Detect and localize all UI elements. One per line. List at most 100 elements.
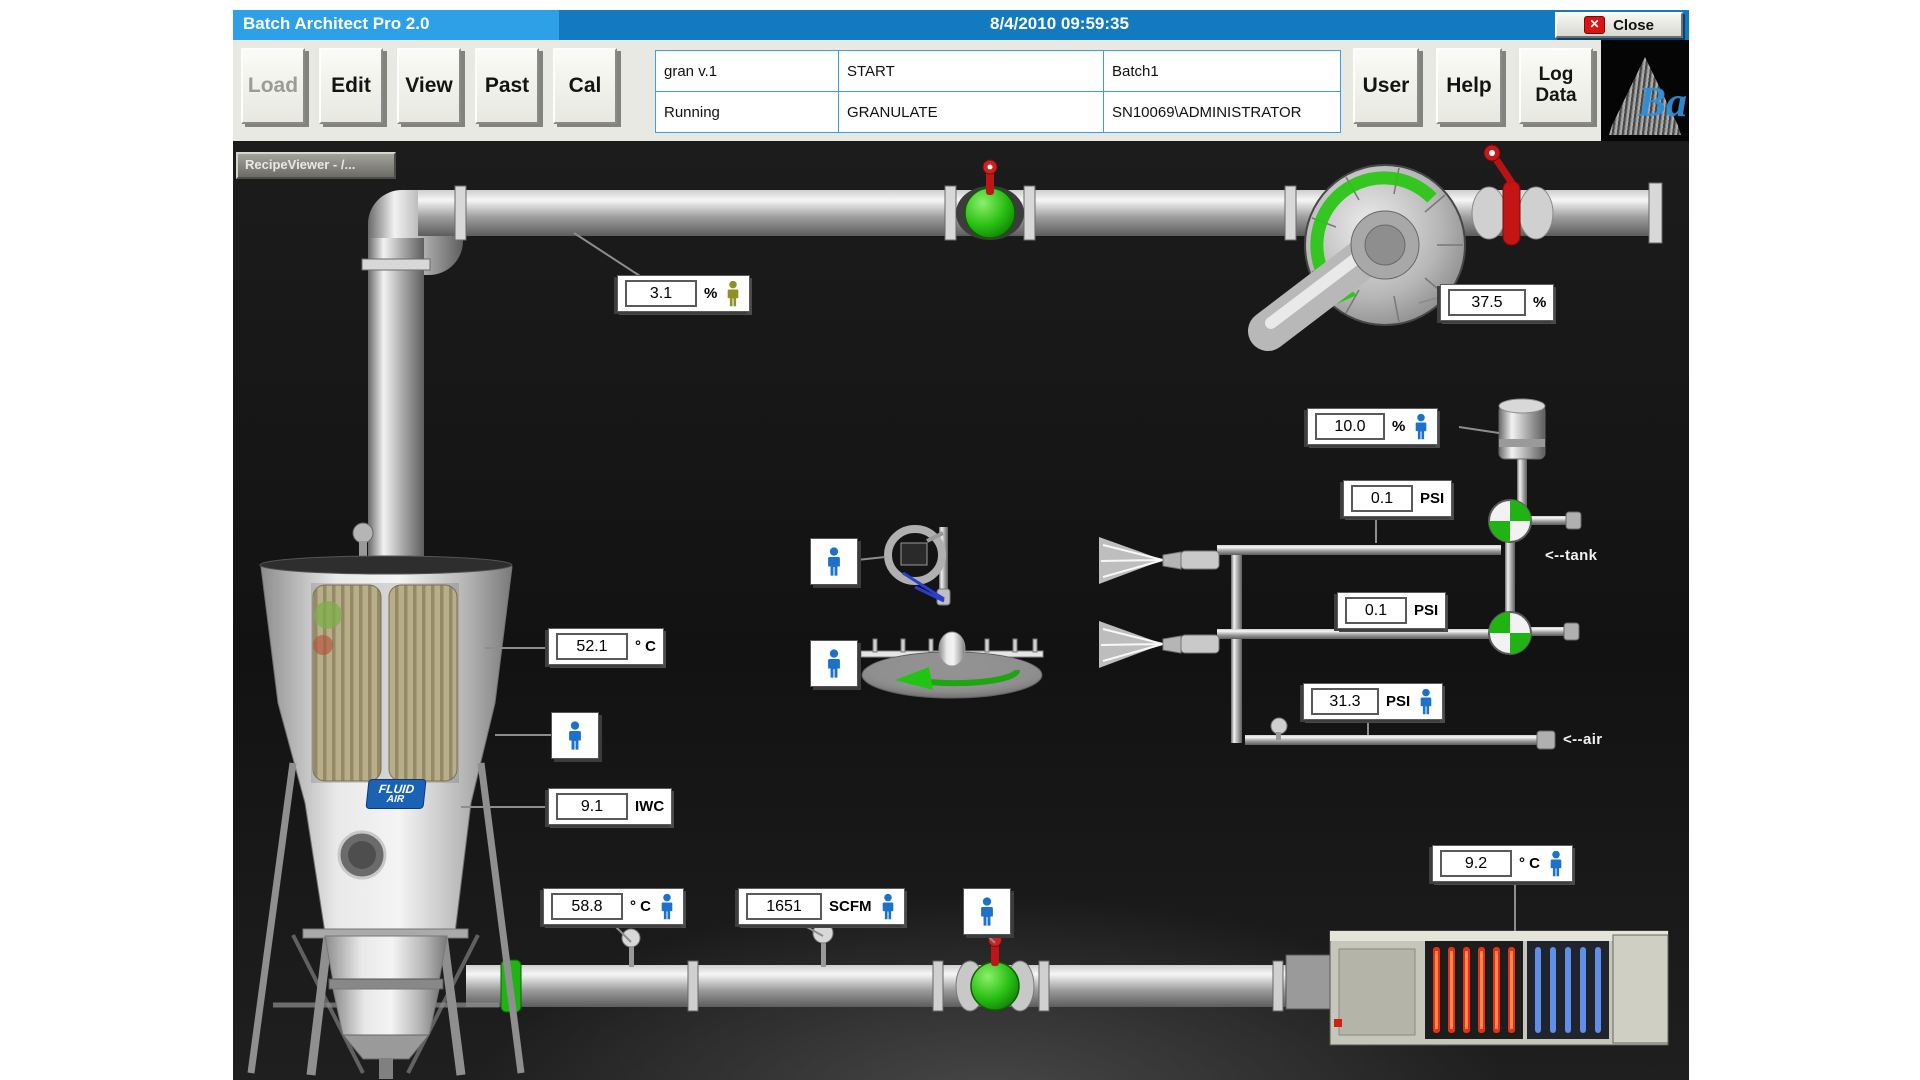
edit-button[interactable]: Edit [319, 48, 383, 124]
readout-inlet-airflow: 1651 SCFM [738, 888, 905, 925]
recipe-name-cell: gran v.1 [655, 50, 839, 92]
log-data-button[interactable]: Log Data [1519, 48, 1593, 124]
disc-rotation-arrow [895, 667, 933, 690]
dew-point-temp-value-field[interactable]: 9.2 [1440, 850, 1512, 877]
readout-inlet-air-temp: 58.8 ° C [543, 888, 684, 925]
manual-setpoint-person-icon[interactable] [1417, 688, 1435, 716]
user-button[interactable]: User [1353, 48, 1419, 124]
titlebar-highlight [233, 10, 559, 40]
inlet-airflow-value-field[interactable]: 1651 [746, 893, 822, 920]
peristaltic-pump [1498, 398, 1546, 521]
manual-setpoint-person-icon[interactable] [658, 893, 676, 921]
support-frame [247, 762, 525, 1076]
inlet-air-duct [466, 922, 1286, 1013]
toolbar: Load Edit View Past Cal gran v.1 START B… [233, 40, 1689, 143]
product-temp-unit: ° C [635, 638, 656, 655]
blower-outlet-valve[interactable] [1471, 144, 1554, 246]
fluid-air-logo: FLUID AIR [365, 779, 427, 809]
readout-product-temp: 52.1 ° C [548, 628, 664, 665]
atomizing-air-unit: PSI [1386, 693, 1411, 710]
exhaust-valve[interactable] [956, 159, 1024, 240]
readout-tank-pressure-top: 0.1 PSI [1343, 480, 1453, 517]
filter-dp-value-field[interactable]: 9.1 [556, 793, 628, 820]
manual-setpoint-person-icon[interactable] [879, 893, 897, 921]
fluid-bed-vessel [247, 522, 525, 1079]
manual-setpoint-person-icon[interactable] [724, 280, 742, 308]
brand-logo-text: Ba [1637, 80, 1687, 126]
run-state-cell: Running [655, 91, 839, 133]
close-x-icon: ✕ [1584, 16, 1606, 34]
view-button[interactable]: View [397, 48, 461, 124]
product-bowl [324, 935, 448, 982]
process-canvas: RecipeViewer - /... 3.1 % 37.5 % 10.0 % … [233, 143, 1689, 1080]
close-button-label: Close [1613, 16, 1654, 34]
process-diagram [247, 144, 1669, 1079]
inlet-air-valve[interactable] [955, 933, 1035, 1012]
inlet-air-temp-unit: ° C [630, 898, 651, 915]
person-icon [981, 896, 993, 926]
tank-pressure-top-value-field[interactable]: 0.1 [1351, 485, 1413, 512]
manual-setpoint-person-icon[interactable] [1412, 413, 1430, 441]
blower-rotation-arrow [1310, 171, 1437, 297]
product-temp-value-field[interactable]: 52.1 [556, 633, 628, 660]
batch-architect-window: Batch Architect Pro 2.0 8/4/2010 09:59:3… [233, 10, 1689, 1080]
disc-manual-control-button[interactable] [810, 640, 858, 687]
readout-dew-point-temp: 9.2 ° C [1432, 845, 1573, 882]
brand-logo: Ba [1601, 40, 1689, 141]
person-icon [828, 648, 840, 678]
readout-spray-rate: 10.0 % [1307, 408, 1439, 445]
spray-nozzle-upper [1099, 537, 1220, 584]
filter-dp-unit: IWC [635, 798, 665, 815]
blower-speed-unit: % [1533, 294, 1547, 311]
rotating-disc [860, 631, 1044, 699]
tank-valve-upper[interactable] [1488, 499, 1532, 543]
exhaust-blower[interactable] [1248, 164, 1466, 351]
load-button[interactable]: Load [241, 48, 305, 124]
air-line-gauge [1270, 717, 1288, 735]
recipe-viewer-titlebar[interactable]: RecipeViewer - /... [236, 152, 396, 179]
manual-setpoint-person-icon[interactable] [1547, 850, 1565, 878]
readout-tank-pressure-bottom: 0.1 PSI [1337, 592, 1447, 629]
phase-cell: START [838, 50, 1104, 92]
exhaust-damper-value-field[interactable]: 3.1 [625, 280, 697, 307]
spray-nozzle-lower [1099, 621, 1220, 668]
fluid-air-logo-line2: AIR [386, 794, 405, 805]
step-cell: GRANULATE [838, 91, 1104, 133]
inlet-air-temp-value-field[interactable]: 58.8 [551, 893, 623, 920]
tank-pressure-bottom-unit: PSI [1414, 602, 1439, 619]
blower-speed-value-field[interactable]: 37.5 [1448, 289, 1526, 316]
batch-name-cell: Batch1 [1103, 50, 1341, 92]
spray-gun-manual-control-button[interactable] [810, 538, 858, 585]
product-sight-green [314, 601, 342, 629]
tank-line-label: <--tank [1545, 547, 1598, 564]
operator-cell: SN10069\ADMINISTRATOR [1103, 91, 1341, 133]
spray-rate-unit: % [1392, 418, 1406, 435]
readout-atomizing-air: 31.3 PSI [1303, 683, 1444, 720]
readout-filter-dp: 9.1 IWC [548, 788, 673, 825]
vessel-manual-control-button[interactable] [551, 712, 599, 759]
exhaust-pipe [361, 182, 1663, 568]
temp-sensor-gauge [621, 928, 641, 948]
air-line-label: <--air [1563, 731, 1603, 748]
inlet-valve-manual-control-button[interactable] [963, 888, 1011, 935]
spray-gun [884, 525, 951, 606]
air-handling-unit [1285, 930, 1669, 1046]
window-datetime: 8/4/2010 09:59:35 [990, 14, 1129, 33]
past-button[interactable]: Past [475, 48, 539, 124]
person-icon [569, 720, 581, 750]
leader-lines [461, 232, 1516, 944]
atomizing-air-value-field[interactable]: 31.3 [1311, 688, 1379, 715]
close-button[interactable]: ✕ Close [1555, 12, 1683, 38]
ahu-heating-section [1425, 941, 1523, 1039]
tank-valve-lower[interactable] [1488, 611, 1532, 655]
dew-point-temp-unit: ° C [1519, 855, 1540, 872]
inlet-airflow-unit: SCFM [829, 898, 872, 915]
spray-rate-value-field[interactable]: 10.0 [1315, 413, 1385, 440]
window-title: Batch Architect Pro 2.0 [243, 14, 430, 33]
cal-button[interactable]: Cal [553, 48, 617, 124]
help-button[interactable]: Help [1436, 48, 1502, 124]
tank-pressure-bottom-value-field[interactable]: 0.1 [1345, 597, 1407, 624]
batch-status-table: gran v.1 START Batch1 Running GRANULATE … [655, 50, 1341, 133]
readout-blower-speed: 37.5 % [1440, 284, 1555, 321]
person-icon [828, 546, 840, 576]
